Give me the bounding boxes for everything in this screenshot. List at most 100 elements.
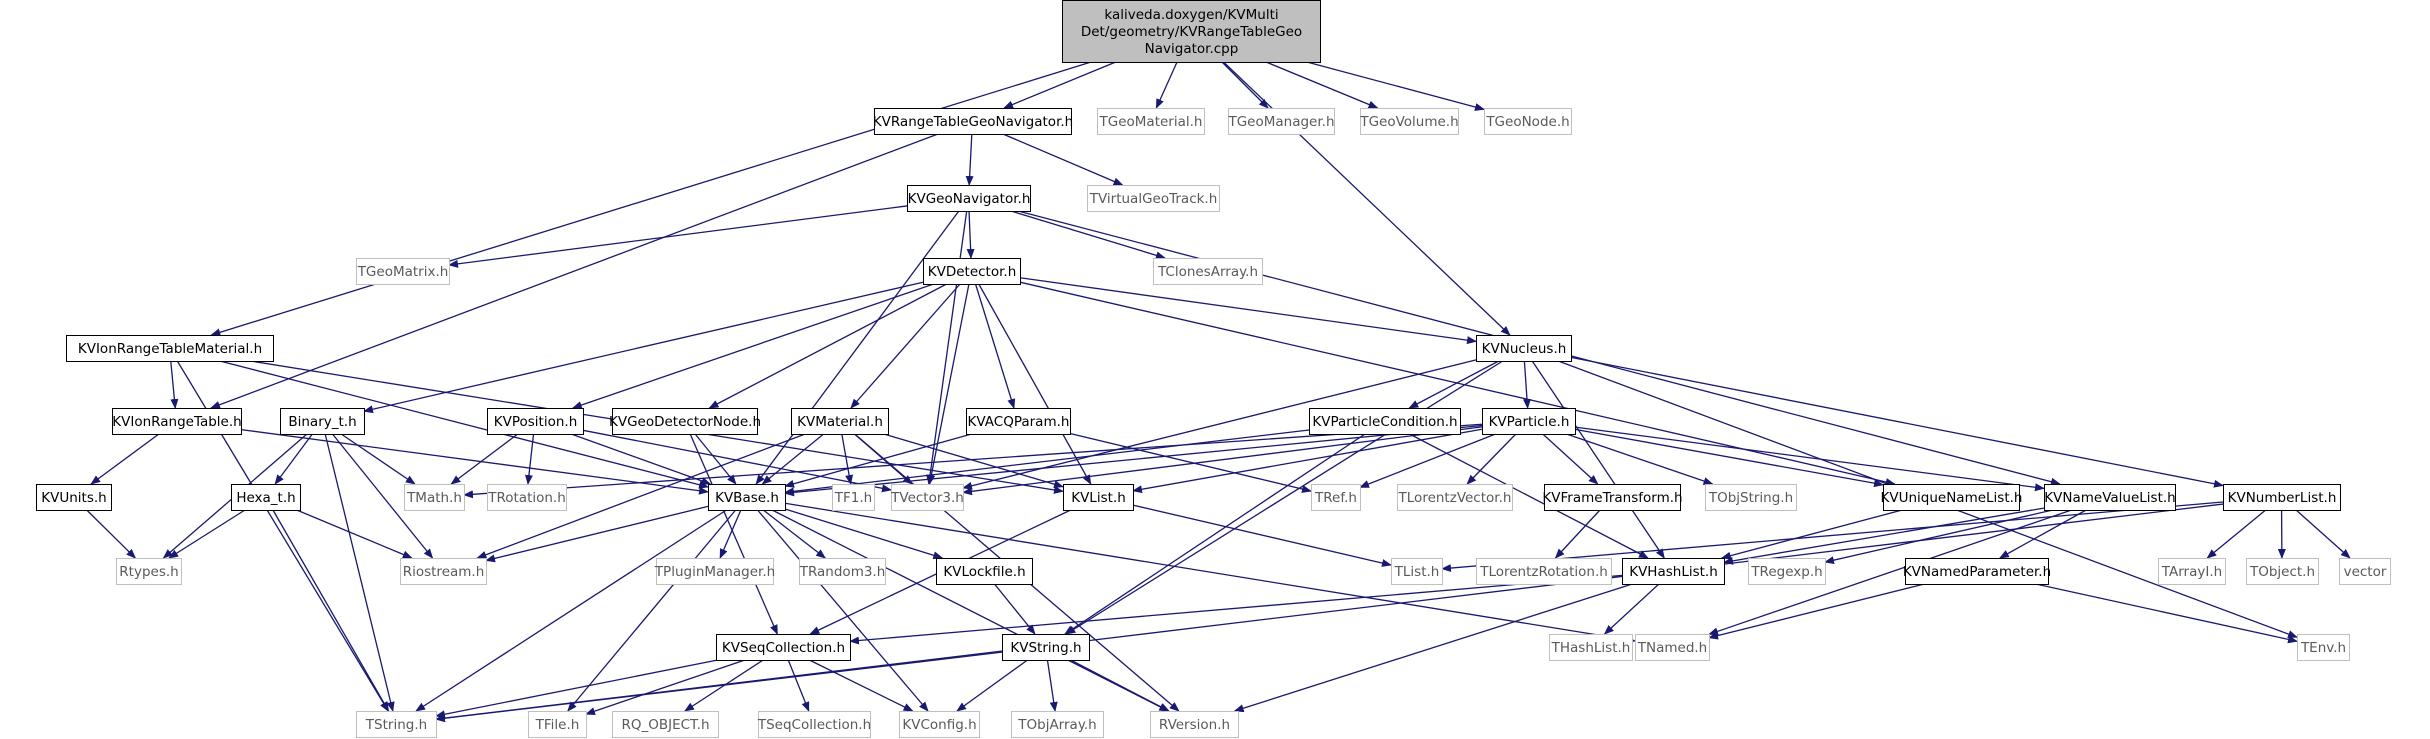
node-box [1476, 335, 1572, 362]
node-KVMaterial_h[interactable]: KVMaterial.h [791, 408, 889, 435]
node-label: TSeqCollection.h [757, 717, 871, 733]
node-KVHashList_h[interactable]: KVHashList.h [1622, 558, 1725, 585]
node-label: KVMaterial.h [797, 414, 883, 430]
node-TLorentzVector_h: TLorentzVector.h [1397, 484, 1513, 511]
node-box [1549, 634, 1633, 661]
node-box [891, 484, 964, 511]
node-label: KVIonRangeTable.h [112, 414, 241, 430]
node-TVector3_h: TVector3.h [890, 484, 964, 511]
edge-Hexa_t_h-to-TString_h [272, 509, 390, 712]
edge-KVParticle_h-to-KVFrameTransform_h [1542, 433, 1599, 485]
node-TString_h: TString.h [356, 711, 437, 738]
node-KVRangeTableGeoNavigator_h[interactable]: KVRangeTableGeoNavigator.h [873, 108, 1073, 135]
edge-KVNameValueList_h-to-TNamed_h [1708, 509, 2072, 636]
edge-root-to-TGeoMaterial_h [1155, 61, 1178, 109]
node-TObject_h: TObject.h [2246, 558, 2319, 585]
node-KVParticle_h[interactable]: KVParticle.h [1482, 408, 1576, 435]
edge-KVBase_h-to-TRandom3_h [762, 509, 827, 559]
edge-KVGeoNavigator_h-to-TVector3_h [926, 210, 968, 485]
edge-KVMaterial_h-to-KVList_h [883, 433, 1064, 489]
edge-KVRangeTableGeoNavigator_h-to-KVGeoNavigator_h [965, 133, 974, 186]
edge-KVParticle_h-to-TLorentzVector_h [1466, 433, 1517, 485]
node-label: TPluginManager.h [654, 564, 775, 580]
node-KVList_h[interactable]: KVList.h [1063, 484, 1134, 511]
node-label: TVector3.h [890, 490, 964, 506]
node-box [36, 484, 112, 511]
node-KVNucleus_h[interactable]: KVNucleus.h [1476, 335, 1572, 362]
node-TGeoMatrix_h: TGeoMatrix.h [356, 258, 450, 285]
edge-KVList_h-to-TList_h [1132, 504, 1392, 567]
edge-KVRangeTableGeoNavigator_h-to-TVirtualGeoTrack_h [1002, 133, 1124, 186]
edge-KVNamedParameter_h-to-TNamed_h [1708, 583, 1925, 640]
edge-KVParticle_h-to-TRef_h [1359, 433, 1496, 488]
edge-KVParticle_h-to-TVector3_h [962, 426, 1483, 496]
node-box [400, 558, 487, 585]
node-label: Rtypes.h [119, 564, 178, 580]
edges-layer [86, 61, 2351, 723]
node-box [1905, 558, 2049, 585]
node-KVUnits_h[interactable]: KVUnits.h [36, 484, 112, 511]
edge-KVNucleus_h-to-KVString_h [1065, 360, 1504, 635]
node-RQ_OBJECT_h: RQ_OBJECT.h [612, 711, 719, 738]
edge-KVDetector_h-to-KVMaterial_h [850, 283, 961, 409]
node-KVGeoDetectorNode_h[interactable]: KVGeoDetectorNode.h [609, 408, 761, 435]
node-KVFrameTransform_h[interactable]: KVFrameTransform.h [1542, 484, 1683, 511]
node-TRef_h: TRef.h [1311, 484, 1361, 511]
node-label: KVNamedParameter.h [1903, 564, 2051, 580]
node-KVSeqCollection_h[interactable]: KVSeqCollection.h [716, 634, 851, 661]
node-TLorentzRotation_h: TLorentzRotation.h [1476, 558, 1612, 585]
node-KVNameValueList_h[interactable]: KVNameValueList.h [2044, 484, 2176, 511]
node-KVUniqueNameList_h[interactable]: KVUniqueNameList.h [1881, 484, 2023, 511]
edge-root-to-TGeoNode_h [1306, 61, 1485, 111]
node-KVIonRangeTableMaterial_h[interactable]: KVIonRangeTableMaterial.h [66, 335, 274, 362]
edge-KVString_h-to-TObjArray_h [1046, 659, 1058, 712]
edge-KVNameValueList_h-to-TRegexp_h [1824, 509, 2053, 565]
edge-KVNumberList_h-to-vector [2295, 509, 2351, 559]
node-TObjArray_h: TObjArray.h [1011, 711, 1104, 738]
node-label: KVRangeTableGeoNavigator.h [873, 114, 1073, 130]
node-label: TVirtualGeoTrack.h [1089, 191, 1218, 207]
edge-KVMaterial_h-to-Riostream_h [476, 433, 806, 559]
node-KVNumberList_h[interactable]: KVNumberList.h [2223, 484, 2341, 511]
node-root[interactable]: kaliveda.doxygen/KVMultiDet/geometry/KVR… [1062, 0, 1321, 63]
node-label: RQ_OBJECT.h [621, 717, 709, 733]
node-box [1228, 108, 1335, 135]
node-box [528, 711, 587, 738]
node-Hexa_t_h[interactable]: Hexa_t.h [231, 484, 301, 511]
node-box [356, 258, 450, 285]
node-box [1748, 558, 1826, 585]
node-label: KVList.h [1071, 490, 1126, 506]
node-box [1087, 185, 1220, 212]
node-label: THashList.h [1551, 640, 1631, 656]
node-label: TLorentzRotation.h [1479, 564, 1608, 580]
node-KVString_h[interactable]: KVString.h [1002, 634, 1090, 661]
node-label: KVNumberList.h [2228, 490, 2337, 506]
node-box [1153, 258, 1263, 285]
node-KVPosition_h[interactable]: KVPosition.h [487, 408, 584, 435]
node-KVNamedParameter_h[interactable]: KVNamedParameter.h [1903, 558, 2051, 585]
node-KVGeoNavigator_h[interactable]: KVGeoNavigator.h [907, 185, 1031, 212]
edge-KVString_h-to-RVersion_h [1070, 659, 1170, 712]
node-KVLockfile_h[interactable]: KVLockfile.h [936, 558, 1033, 585]
node-box [656, 558, 774, 585]
node-label: TMath.h [406, 490, 462, 506]
node-KVDetector_h[interactable]: KVDetector.h [923, 258, 1021, 285]
node-Binary_t_h[interactable]: Binary_t.h [280, 408, 365, 435]
node-box [66, 335, 274, 362]
node-KVParticleCondition_h[interactable]: KVParticleCondition.h [1309, 408, 1461, 435]
edge-KVParticleCondition_h-to-KVBase_h [784, 429, 1310, 496]
edge-KVBase_h-to-RVersion_h [771, 509, 1170, 712]
node-label: KVUniqueNameList.h [1881, 490, 2023, 506]
node-KVBase_h[interactable]: KVBase.h [708, 484, 786, 511]
node-KVACQParam_h[interactable]: KVACQParam.h [966, 408, 1071, 435]
node-KVIonRangeTable_h[interactable]: KVIonRangeTable.h [112, 408, 242, 435]
node-box [1360, 108, 1459, 135]
node-box [923, 258, 1021, 285]
node-label: KVBase.h [715, 490, 779, 506]
edge-KVGeoNavigator_h-to-KVBase_h [755, 210, 960, 485]
edge-KVBase_h-to-KVLockfile_h [784, 508, 944, 560]
edge-KVBase_h-to-TString_h [415, 509, 727, 712]
node-box [936, 558, 1033, 585]
edge-KVParticle_h-to-TMath_h [463, 423, 1483, 499]
edge-KVNucleus_h-to-KVHashList_h [1531, 360, 1665, 559]
